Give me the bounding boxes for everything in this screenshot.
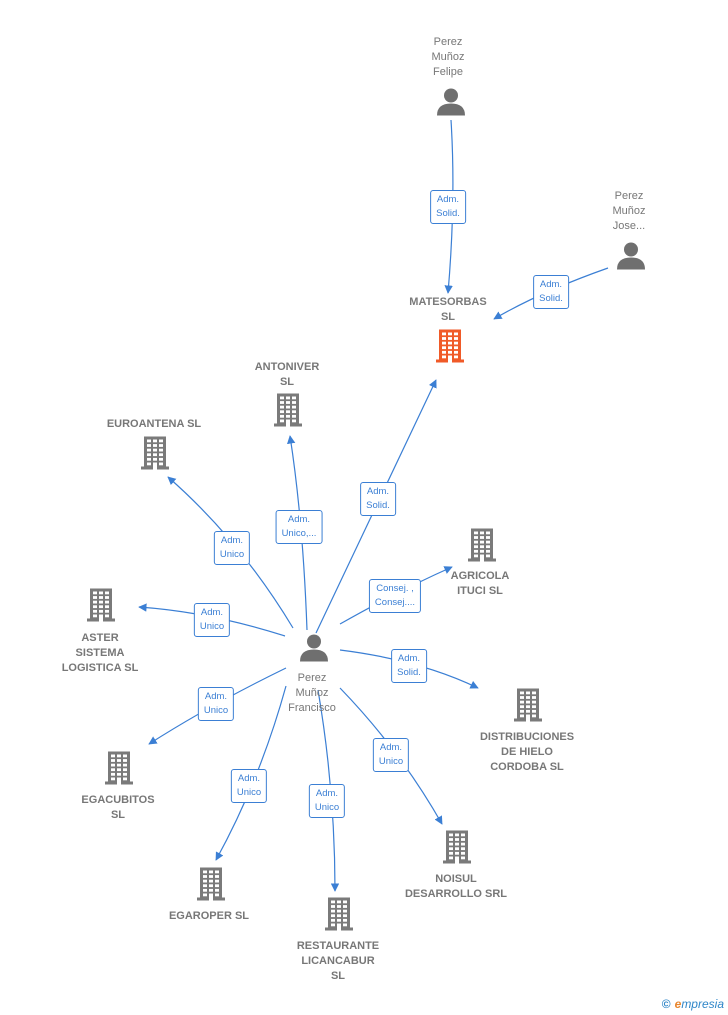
person-name-p1[interactable]: Perez Muñoz Felipe: [431, 36, 465, 78]
edge-label-p3-c3[interactable]: Adm. Unico: [193, 603, 231, 637]
building-icon[interactable]: [273, 393, 303, 432]
company-name-c2[interactable]: EUROANTENA SL: [106, 418, 202, 430]
building-icon[interactable]: [513, 688, 543, 727]
edge-label-p3-c5[interactable]: Adm. Solid.: [391, 649, 427, 683]
company-name-focus[interactable]: MATESORBAS SL: [409, 296, 487, 323]
copyright-symbol: ©: [661, 997, 671, 1011]
edge-label-p2-focus[interactable]: Adm. Solid.: [533, 275, 569, 309]
edge-label-p3-c4[interactable]: Consej. , Consej....: [368, 579, 422, 613]
company-name-c9[interactable]: NOISUL DESARROLLO SRL: [404, 873, 508, 900]
company-name-c5[interactable]: DISTRIBUCIONES DE HIELO CORDOBA SL: [479, 731, 575, 773]
person-icon[interactable]: [616, 241, 646, 276]
building-icon[interactable]: [86, 588, 116, 627]
edge-label-p3-focus[interactable]: Adm. Solid.: [360, 482, 396, 516]
edge-label-p3-c6[interactable]: Adm. Unico: [197, 687, 235, 721]
edge-label-p3-c7[interactable]: Adm. Unico: [230, 769, 268, 803]
edge-label-p3-c8[interactable]: Adm. Unico: [308, 784, 346, 818]
person-icon[interactable]: [299, 633, 329, 668]
edge-label-p3-c2[interactable]: Adm. Unico: [213, 531, 251, 565]
person-icon[interactable]: [436, 87, 466, 122]
person-name-p2[interactable]: Perez Muñoz Jose...: [612, 190, 646, 232]
building-icon[interactable]: [104, 751, 134, 790]
empresia-watermark: ©empresia: [662, 997, 724, 1011]
focus-building-icon[interactable]: [435, 329, 465, 368]
person-name-p3[interactable]: Perez Muñoz Francisco: [288, 672, 336, 714]
company-name-c6[interactable]: EGACUBITOS SL: [81, 794, 155, 821]
company-name-c1[interactable]: ANTONIVER SL: [254, 361, 320, 388]
building-icon[interactable]: [467, 528, 497, 567]
brand-initial: e: [674, 997, 682, 1011]
edge-label-p3-c1[interactable]: Adm. Unico,...: [275, 510, 323, 544]
edge-label-p3-c9[interactable]: Adm. Unico: [372, 738, 410, 772]
company-name-c8[interactable]: RESTAURANTE LICANCABUR SL: [296, 940, 380, 982]
brand-name: mpresia: [681, 997, 724, 1011]
edge-label-p1-focus[interactable]: Adm. Solid.: [430, 190, 466, 224]
company-name-c3[interactable]: ASTER SISTEMA LOGISTICA SL: [61, 632, 139, 674]
company-name-c7[interactable]: EGAROPER SL: [168, 910, 250, 922]
building-icon[interactable]: [324, 897, 354, 936]
building-icon[interactable]: [442, 830, 472, 869]
building-icon[interactable]: [140, 436, 170, 475]
company-name-c4[interactable]: AGRICOLA ITUCI SL: [450, 570, 510, 597]
building-icon[interactable]: [196, 867, 226, 906]
